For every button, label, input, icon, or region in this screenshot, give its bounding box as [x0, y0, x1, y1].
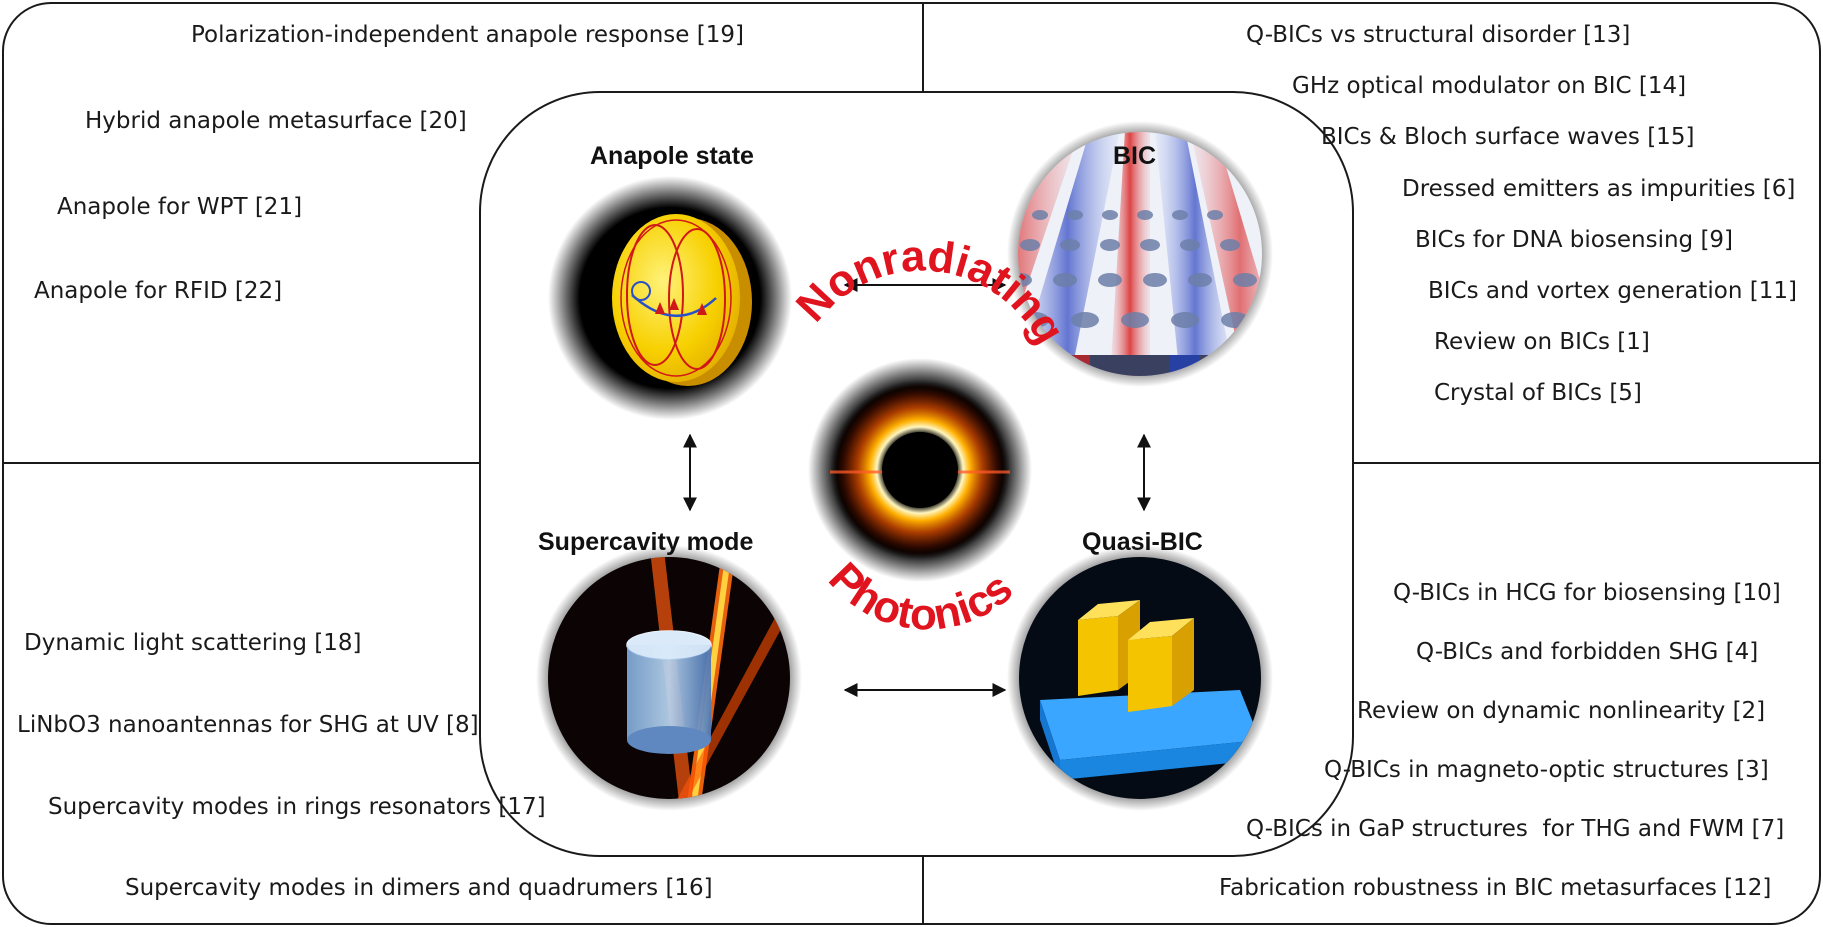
- ref-anapole-22: Anapole for RFID [22]: [34, 278, 283, 304]
- ref-bic-5: Crystal of BICs [5]: [1434, 380, 1642, 406]
- ref-supercavity-17: Supercavity modes in rings resonators [1…: [48, 794, 546, 820]
- bic-illustration: [1007, 121, 1273, 387]
- ref-bic-13: Q-BICs vs structural disorder [13]: [1246, 22, 1631, 48]
- label-supercavity-mode: Supercavity mode: [538, 528, 754, 556]
- ref-quasibic-10: Q-BICs in HCG for biosensing [10]: [1393, 580, 1781, 606]
- ref-supercavity-8: LiNbO3 nanoantennas for SHG at UV [8]: [17, 712, 479, 738]
- ref-quasibic-3: Q-BICs in magneto-optic structures [3]: [1324, 757, 1769, 783]
- anapole-illustration: [548, 176, 792, 420]
- quasibic-illustration: [1007, 545, 1273, 811]
- ref-quasibic-2: Review on dynamic nonlinearity [2]: [1357, 698, 1766, 724]
- ref-bic-11: BICs and vortex generation [11]: [1428, 278, 1797, 304]
- ref-anapole-21: Anapole for WPT [21]: [57, 194, 303, 220]
- ref-anapole-20: Hybrid anapole metasurface [20]: [85, 108, 467, 134]
- label-bic: BIC: [1113, 142, 1157, 170]
- supercavity-illustration: [536, 545, 802, 811]
- ref-quasibic-4: Q-BICs and forbidden SHG [4]: [1416, 639, 1759, 665]
- ref-supercavity-18: Dynamic light scattering [18]: [24, 630, 362, 656]
- ref-quasibic-12: Fabrication robustness in BIC metasurfac…: [1219, 875, 1772, 901]
- ref-bic-9: BICs for DNA biosensing [9]: [1415, 227, 1734, 253]
- ref-anapole-19: Polarization-independent anapole respons…: [191, 22, 744, 48]
- ref-quasibic-7: Q-BICs in GaP structures for THG and FWM…: [1246, 816, 1785, 842]
- eclipse-illustration: [808, 358, 1032, 582]
- ref-bic-1: Review on BICs [1]: [1434, 329, 1650, 355]
- ref-supercavity-16: Supercavity modes in dimers and quadrume…: [125, 875, 713, 901]
- ref-bic-15: BICs & Bloch surface waves [15]: [1321, 124, 1695, 150]
- ref-bic-6: Dressed emitters as impurities [6]: [1402, 176, 1796, 202]
- label-quasi-bic: Quasi-BIC: [1082, 528, 1203, 556]
- ref-bic-14: GHz optical modulator on BIC [14]: [1292, 73, 1687, 99]
- label-anapole-state: Anapole state: [590, 142, 754, 170]
